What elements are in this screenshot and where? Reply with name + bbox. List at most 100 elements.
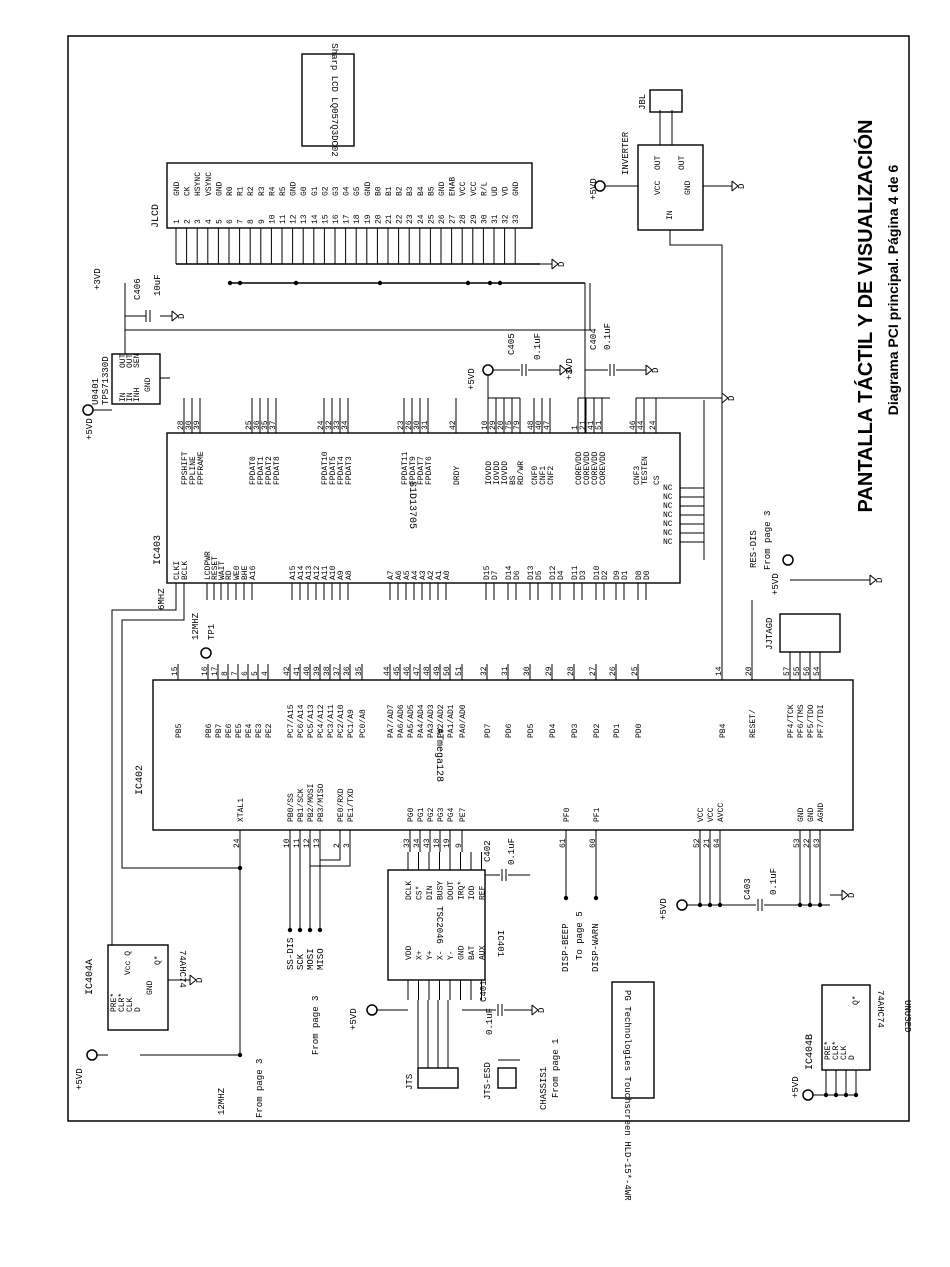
- ic403-pin-name: CLKI: [173, 561, 182, 580]
- ic404a-pin: D: [134, 1007, 143, 1012]
- ground-label: D: [737, 184, 747, 189]
- ic403-pin-number: 47: [543, 420, 552, 430]
- jlcd-pin-number: 8: [247, 219, 256, 224]
- ic403-nc-label: NC: [663, 529, 673, 538]
- cap-value: 0.1uF: [485, 1008, 495, 1035]
- ic401-pin-name: X+: [416, 950, 425, 960]
- ic402-pin-name: PD6: [505, 723, 514, 738]
- reg-ref: U0401: [91, 378, 101, 405]
- jlcd-pin-name: GND: [512, 181, 521, 196]
- ic401-pin-name: X-: [437, 950, 446, 960]
- disp-beep-label: DISP-BEEP: [561, 923, 571, 972]
- reg-pin-name: IN: [126, 392, 135, 402]
- cap-value: 0.1uF: [533, 333, 543, 360]
- junction-dot: [377, 280, 383, 286]
- ic402-pin-number: 11: [293, 838, 302, 848]
- ic404b-pin: Q*: [852, 995, 861, 1005]
- v5-terminal-jtag: [782, 554, 794, 566]
- note-from-page3: From page 3: [255, 1059, 265, 1118]
- ic403-pin-number: 26: [405, 420, 414, 430]
- ic403-pin-number: 37: [269, 420, 278, 430]
- ic403-pin-name: FPDAT5: [329, 456, 338, 485]
- jlcd-pin-number: 1: [173, 219, 182, 224]
- ic403-pin-name: COREVDD: [575, 451, 584, 485]
- jlcd-pin-name: R3: [258, 186, 267, 196]
- ic403-part: S1D13705: [406, 481, 417, 529]
- ic404a-part: 74AHC74: [177, 950, 187, 988]
- ic402-pin-number: 41: [293, 666, 302, 676]
- c405-ground: [559, 364, 567, 371]
- ic401-ref: IC401: [495, 930, 505, 957]
- ic403-pin-name: A5: [403, 570, 412, 580]
- ic403-pin-number: 44: [637, 420, 646, 430]
- jlcd-pin-number: 30: [480, 214, 489, 224]
- v5-terminal-ic402: [676, 899, 688, 911]
- ic403-pin-name: D9: [613, 570, 622, 580]
- ic402-pin-number: 47: [413, 666, 422, 676]
- ic403-pin-name: IOVDD: [493, 461, 502, 485]
- ic403-pin-number: 21: [579, 420, 588, 430]
- ic403-pin-name: CS: [653, 475, 662, 485]
- jlcd-pin-number: 24: [417, 214, 426, 224]
- jlcd-pin-number: 9: [258, 219, 267, 224]
- ic403-pin-number: 10: [481, 420, 490, 430]
- inverter-ground: [731, 185, 739, 192]
- ic403-pin-name: CNF3: [633, 466, 642, 485]
- ic403-pin-name: FPFRAME: [197, 451, 206, 485]
- spi-net-label: SCK: [296, 953, 306, 970]
- sheet-subtitle: Diagrama PCI principal. Página 4 de 6: [885, 165, 901, 416]
- ground-label: D: [537, 1008, 547, 1013]
- v5-label: +5VD: [791, 1076, 801, 1098]
- ic404b-body: [821, 984, 871, 1071]
- junction-dot: [807, 902, 813, 908]
- title-block: PANTALLA TÁCTIL Y DE VISUALIZACIÓN Diagr…: [853, 120, 901, 513]
- ic402-pin-number: 17: [211, 666, 220, 676]
- jlcd-pin-number: 4: [205, 219, 214, 224]
- ic402-pin-name: PE5: [235, 723, 244, 738]
- ic403-pin-number: 30: [185, 420, 194, 430]
- uart-wire: [310, 852, 351, 867]
- jlcd-pin-name: G3: [332, 186, 341, 196]
- ic403-pin-name: DRDY: [453, 466, 462, 485]
- ic403-pin-name: FPDAT4: [337, 456, 346, 485]
- ic402-pin-number: 51: [455, 666, 464, 676]
- ic402-pin-name: PF4/TCK: [787, 704, 796, 738]
- ic402-pin-name: AVCC: [717, 803, 726, 822]
- ic403-pin-name: D1: [621, 570, 630, 580]
- ic402-atmega128: IC402 ATmega128: [135, 679, 854, 831]
- ic402-pin-name: PE1/TXD: [347, 788, 356, 822]
- backlight-enable: [669, 230, 723, 680]
- ic403-pin-name: D8: [635, 570, 644, 580]
- ic402-pin-name: PD3: [571, 723, 580, 738]
- ic402-pin-number: 60: [589, 838, 598, 848]
- ic403-pin-name: LCDPWR: [204, 551, 213, 580]
- ic402-pin-number: 10: [283, 838, 292, 848]
- junction-dot: [843, 1092, 849, 1098]
- ic402-pin-number: 63: [813, 838, 822, 848]
- ic401-pin-name: BAT: [468, 945, 477, 960]
- ic403-s1d13705: IC403 S1D13705: [153, 432, 681, 584]
- ic402-pin-name: PF7/TDI: [817, 704, 826, 738]
- ic402-pin-number: 3: [343, 843, 352, 848]
- ic402-pin-name: PE3: [255, 723, 264, 738]
- junction-dot: [237, 1052, 243, 1058]
- v5-label: +5VD: [467, 368, 477, 390]
- cap-value: 0.1uF: [769, 868, 779, 895]
- ic401-pin-name: Y+: [426, 950, 435, 960]
- ic402-pin-number: 61: [559, 838, 568, 848]
- ic403-pin-number: 41: [587, 420, 596, 430]
- junction-dot: [707, 902, 713, 908]
- jlcd-pin-name: GND: [215, 181, 224, 196]
- sheet-title: PANTALLA TÁCTIL Y DE VISUALIZACIÓN: [853, 120, 877, 513]
- ic402-pin-number: 7: [231, 671, 240, 676]
- ic402-pin-name: PB3/MISO: [317, 783, 326, 822]
- ic403-pin-name: WAIT: [218, 561, 227, 580]
- ic402-pin-number: 43: [423, 838, 432, 848]
- ic402-pin-name: PB1/SCK: [297, 788, 306, 822]
- ic403-pin-name: D2: [601, 570, 610, 580]
- junction-dot: [697, 902, 703, 908]
- ic402-pin-name: RESET/: [749, 709, 758, 738]
- ic403-nc-label: NC: [663, 520, 673, 529]
- cap-ref: C405: [507, 333, 517, 355]
- ic402-pin-name: PE6: [225, 723, 234, 738]
